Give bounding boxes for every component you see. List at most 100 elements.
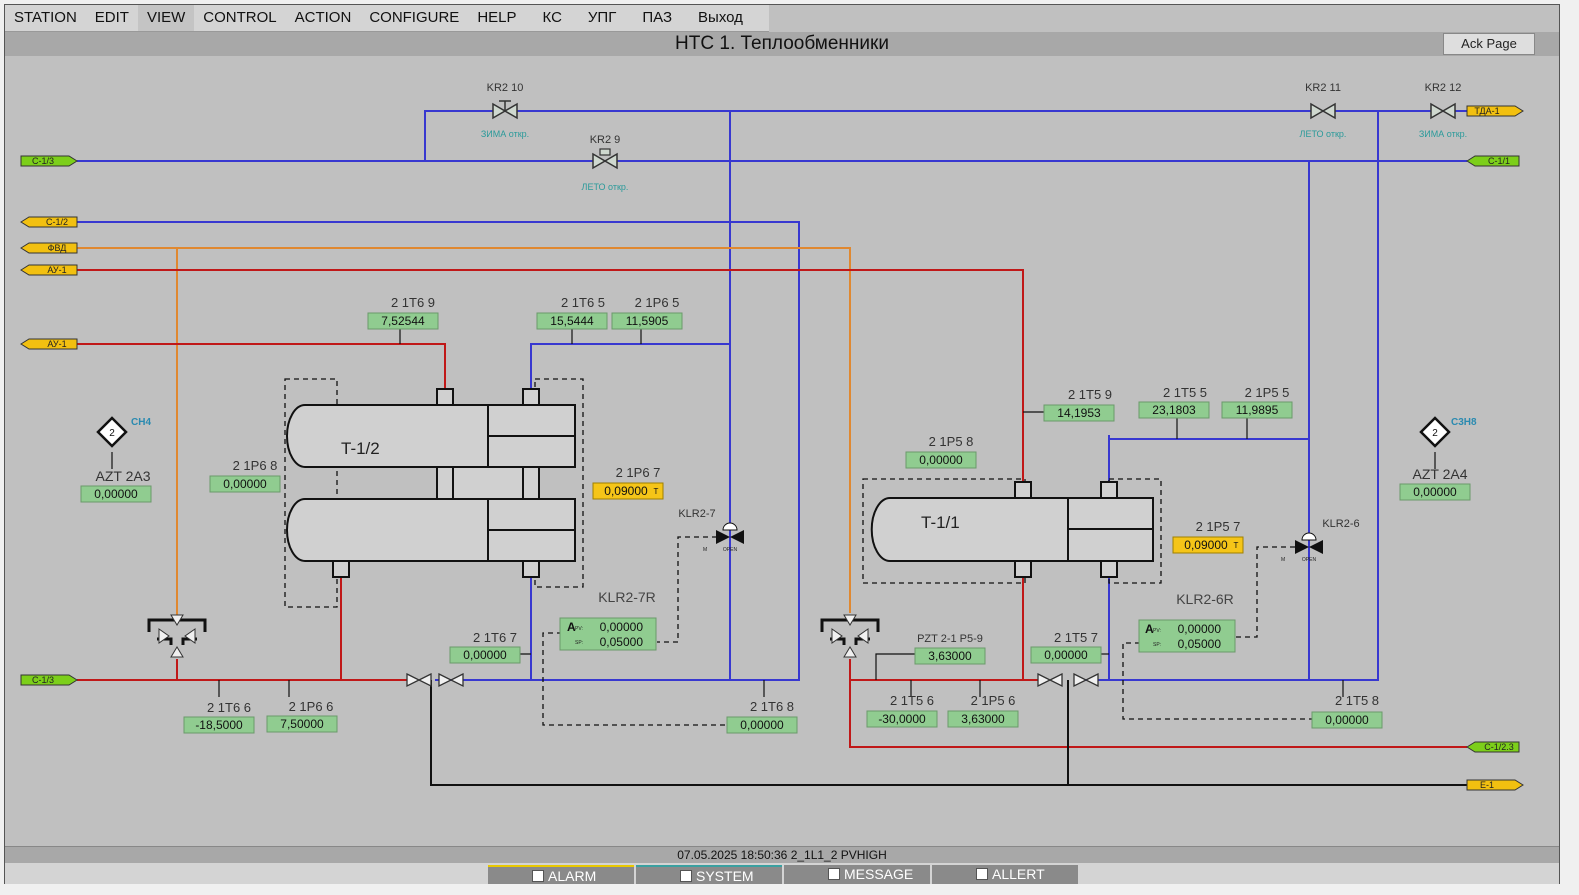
red-lines — [77, 269, 1467, 748]
readout-p5-6[interactable]: 2 1P5 6 3,63000 — [947, 693, 1019, 728]
readout-p6-8-label: 2 1P6 8 — [233, 458, 278, 473]
three-way-valve-left[interactable] — [147, 614, 207, 658]
pipe-tag-c12-label: C-1/2 — [46, 217, 68, 227]
exchanger-t11[interactable]: T-1/1 — [862, 478, 1162, 584]
valve-kr2-12-tag: KR2 12 — [1425, 82, 1462, 94]
tab-message[interactable]: MESSAGE — [784, 865, 930, 884]
valve-kr2-11[interactable]: KR2 11 ЛЕТО откр. — [1300, 82, 1347, 139]
readout-t5-9[interactable]: 2 1T5 9 14,1953 — [1043, 387, 1115, 422]
readout-p6-5[interactable]: 2 1P6 5 11,5905 — [611, 295, 683, 330]
tab-message-label: MESSAGE — [844, 866, 914, 882]
menu-station[interactable]: STATION — [14, 9, 77, 26]
valve-kr2-12-status: ЗИМА откр. — [1419, 129, 1467, 139]
control-valve-klr2-7-mode: M — [703, 547, 707, 553]
pipe-tag-e1[interactable]: E-1 — [1466, 779, 1524, 791]
valve-kr2-9[interactable]: KR2 9 ЛЕТО откр. — [582, 134, 629, 192]
readout-t6-8[interactable]: 2 1T6 8 0,00000 — [726, 699, 798, 734]
menu-exit[interactable]: Выход — [698, 9, 743, 26]
readout-azt-2a4[interactable]: AZT 2A4 0,00000 — [1399, 466, 1471, 501]
readout-p5-7[interactable]: 2 1P5 7 0,09000 T — [1172, 519, 1244, 554]
readout-t6-9[interactable]: 2 1T6 9 7,52544 — [367, 295, 439, 330]
control-valve-klr2-7[interactable]: KLR2-7 M OPEN — [678, 508, 744, 553]
readout-p5-8[interactable]: 2 1P5 8 0,00000 — [905, 434, 977, 469]
pipe-tag-fvd[interactable]: ФВД — [20, 242, 78, 254]
pipe-tag-c13-left[interactable]: C-1/3 — [20, 155, 78, 167]
checkbox-alarm[interactable] — [532, 869, 544, 882]
valve-bottom-right-pair[interactable] — [1037, 672, 1099, 688]
readout-p6-6-label: 2 1P6 6 — [289, 699, 334, 714]
checkbox-message[interactable] — [828, 867, 840, 880]
ack-page-button[interactable]: Ack Page — [1443, 33, 1535, 55]
pipe-tag-c13-bottom-label: C-1/3 — [32, 675, 54, 685]
three-way-valve-right[interactable] — [820, 614, 880, 658]
menu-help[interactable]: HELP — [477, 9, 517, 26]
controller-klr2-6r-sp: 0,05000 — [1178, 637, 1222, 651]
control-valve-klr2-6[interactable]: KLR2-6 M OPEN — [1281, 518, 1360, 563]
gas-sensor-c3h8[interactable]: 2 C3H8 — [1419, 416, 1477, 448]
checkbox-system[interactable] — [680, 869, 692, 882]
pipe-tag-tda1[interactable]: ТДА-1 — [1466, 105, 1524, 117]
readout-p6-6[interactable]: 2 1P6 6 7,50000 — [266, 699, 338, 733]
controller-klr2-6r[interactable]: KLR2-6R A PV: SP: 0,00000 0,05000 — [1138, 591, 1236, 653]
readout-t6-7-label: 2 1T6 7 — [473, 630, 517, 645]
pipe-tag-c13-bottom[interactable]: C-1/3 — [20, 674, 78, 686]
readout-t6-5-label: 2 1T6 5 — [561, 295, 605, 310]
title-bar: НТС 1. Теплообменники Ack Page — [5, 32, 1559, 56]
readout-pzt[interactable]: PZT 2-1 P5-9 3,63000 — [914, 633, 986, 665]
pipe-tag-e1-label: E-1 — [1480, 780, 1494, 790]
readout-t5-6[interactable]: 2 1T5 6 -30,0000 — [866, 693, 938, 728]
readout-p6-5-label: 2 1P6 5 — [635, 295, 680, 310]
readout-p5-5-label: 2 1P5 5 — [1245, 385, 1290, 400]
readout-t5-5[interactable]: 2 1T5 5 23,1803 — [1138, 385, 1210, 419]
valve-kr2-10[interactable]: KR2 10 ЗИМА откр. — [481, 82, 529, 139]
readout-t5-7-label: 2 1T5 7 — [1054, 630, 1098, 645]
readout-azt-2a3[interactable]: AZT 2A3 0,00000 — [80, 468, 152, 503]
readout-t6-7-value: 0,00000 — [463, 648, 507, 662]
readout-t6-6-label: 2 1T6 6 — [207, 700, 251, 715]
tab-alarm[interactable]: ALARM — [488, 865, 634, 884]
readout-p6-7[interactable]: 2 1P6 7 0,09000 T — [592, 465, 664, 500]
menu-control[interactable]: CONTROL — [203, 9, 277, 26]
pipe-tag-au1-b[interactable]: АУ-1 — [20, 338, 78, 350]
pipe-tag-c123[interactable]: C-1/2.3 — [1466, 741, 1520, 753]
readout-t5-8[interactable]: 2 1T5 8 0,00000 — [1311, 693, 1383, 729]
alarm-status-bar[interactable]: 07.05.2025 18:50:36 2_1L1_2 PVHIGH — [5, 846, 1559, 863]
menu-paz[interactable]: ПАЗ — [642, 9, 673, 26]
pipe-tag-c11[interactable]: C-1/1 — [1466, 155, 1520, 167]
menu-upg[interactable]: УПГ — [587, 9, 617, 26]
readout-t5-7[interactable]: 2 1T5 7 0,00000 — [1030, 630, 1102, 664]
tab-allert[interactable]: ALLERT — [932, 865, 1078, 884]
gas-sensor-ch4[interactable]: 2 CH4 — [96, 416, 151, 448]
menu-configure[interactable]: CONFIGURE — [369, 9, 460, 26]
readout-p6-6-value: 7,50000 — [280, 717, 324, 731]
valve-bottom-left-pair[interactable] — [406, 672, 464, 688]
control-valve-klr2-7-state: OPEN — [723, 547, 738, 553]
exchanger-t12-label: T-1/2 — [341, 439, 380, 458]
readout-t6-7[interactable]: 2 1T6 7 0,00000 — [449, 630, 521, 664]
readout-t6-5[interactable]: 2 1T6 5 15,5444 — [536, 295, 608, 330]
menu-edit[interactable]: EDIT — [94, 9, 129, 26]
controller-klr2-7r[interactable]: KLR2-7R A PV: SP: 0,00000 0,05000 — [559, 589, 657, 651]
menu-view[interactable]: VIEW — [137, 5, 195, 31]
readout-azt-2a3-value: 0,00000 — [94, 487, 138, 501]
checkbox-allert[interactable] — [976, 867, 988, 880]
readout-t6-9-value: 7,52544 — [381, 314, 425, 328]
readout-p6-8[interactable]: 2 1P6 8 0,00000 — [209, 458, 281, 493]
controller-klr2-6r-pv: 0,00000 — [1178, 622, 1222, 636]
valve-kr2-12[interactable]: KR2 12 ЗИМА откр. — [1419, 82, 1467, 139]
readout-t5-6-label: 2 1T5 6 — [890, 693, 934, 708]
readout-t6-6[interactable]: 2 1T6 6 -18,5000 — [183, 700, 255, 734]
exchanger-t12[interactable]: T-1/2 — [284, 378, 584, 608]
tab-system-label: SYSTEM — [696, 868, 754, 884]
tab-system[interactable]: SYSTEM — [636, 865, 782, 884]
menu-action[interactable]: ACTION — [294, 9, 352, 26]
readout-p5-5[interactable]: 2 1P5 5 11,9895 — [1221, 385, 1293, 419]
pipe-tag-au1-a[interactable]: АУ-1 — [20, 264, 78, 276]
readout-p5-7-label: 2 1P5 7 — [1196, 519, 1241, 534]
readout-p5-8-label: 2 1P5 8 — [929, 434, 974, 449]
tab-alarm-label: ALARM — [548, 868, 597, 884]
readout-t6-9-label: 2 1T6 9 — [391, 295, 435, 310]
pipe-tag-c12[interactable]: C-1/2 — [20, 216, 78, 228]
menu-ks[interactable]: КС — [542, 9, 562, 26]
readout-pzt-label: PZT 2-1 P5-9 — [917, 633, 983, 645]
